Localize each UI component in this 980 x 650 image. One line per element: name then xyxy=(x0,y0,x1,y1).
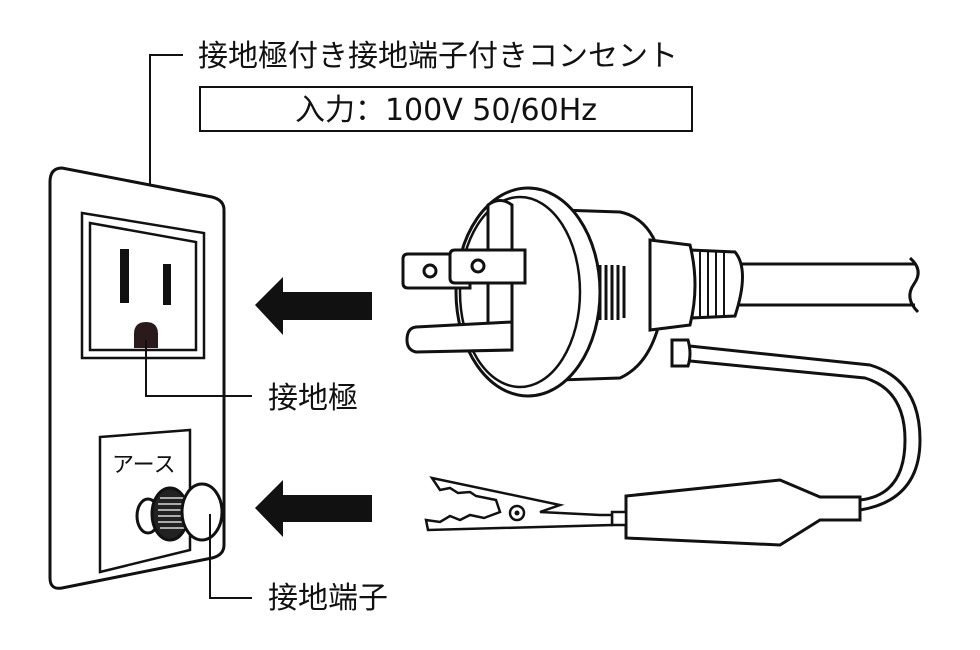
ground-terminal-leader-line xyxy=(209,514,252,599)
alligator-clip xyxy=(424,476,862,547)
input-spec-box xyxy=(199,86,693,132)
ground-pole-hole xyxy=(134,322,158,348)
attach-clip-arrow-icon xyxy=(255,480,372,537)
title-text: 接地極付き接地端子付きコンセント xyxy=(198,39,678,74)
ground-pin xyxy=(405,320,514,354)
ground-terminal-knob xyxy=(135,482,224,542)
ground-wire xyxy=(679,343,922,512)
insert-plug-arrow-icon xyxy=(255,277,372,335)
ground-pole-leader-line xyxy=(145,340,252,397)
plug-prongs xyxy=(401,199,527,354)
power-cord xyxy=(730,256,920,314)
clip-insulator xyxy=(624,478,862,547)
outlet-slot-left xyxy=(120,249,129,303)
ground-terminal-label: 接地端子 xyxy=(268,581,388,616)
clip-jaws xyxy=(424,476,614,532)
outlet-receptacle xyxy=(80,211,206,360)
earth-plate-label: アース xyxy=(112,453,176,478)
ground-pole-label: 接地極 xyxy=(268,381,358,416)
input-spec-text: 入力：100V 50/60Hz xyxy=(295,93,597,128)
strain-relief xyxy=(688,248,744,320)
outlet-slot-right xyxy=(163,264,171,305)
